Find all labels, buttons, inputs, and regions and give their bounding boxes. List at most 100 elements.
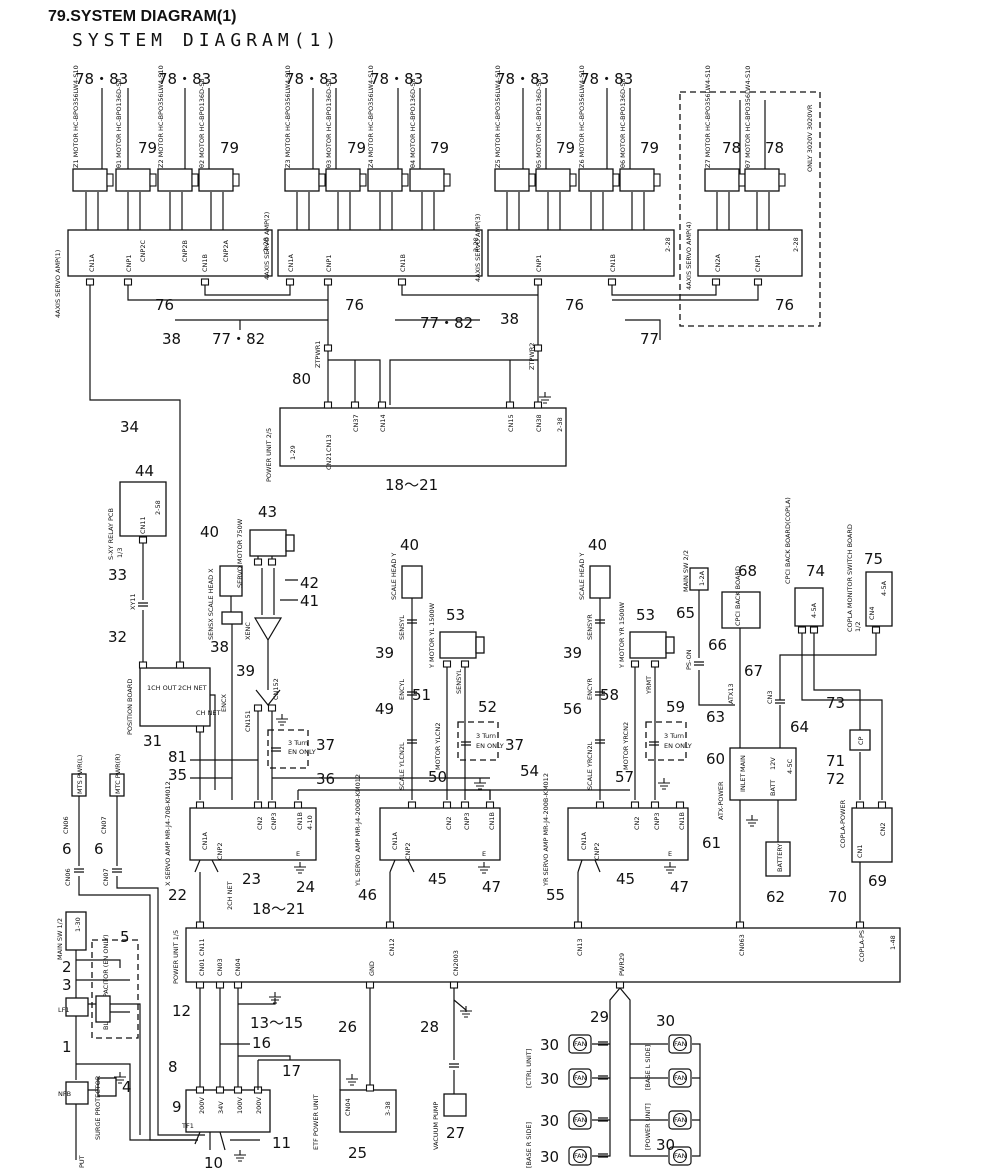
ref-70: 70 — [828, 888, 847, 906]
sensyl2-label: SENSYL — [455, 669, 463, 694]
yr-servo-amp-label: YR SERVO AMP MR-J4-200B-KM012 — [542, 773, 550, 887]
etf-power-unit — [339, 1089, 397, 1133]
encyr-label: ENCYR — [586, 678, 594, 700]
ref-40: 40 — [588, 536, 607, 554]
atx-inlet-label: INLET — [739, 773, 747, 792]
servo-amp-3 — [487, 229, 675, 277]
amp1-cn1b: CN1B — [201, 254, 209, 272]
vacuum-pump — [443, 1093, 467, 1117]
ref-45: 45 — [428, 870, 447, 888]
scale-yrcn2l-label: SCALE YRCN2L — [586, 741, 594, 790]
x-cn2: CN2 — [256, 816, 264, 830]
yl-cnp2: CNP2 — [404, 843, 412, 860]
power-unit-bottom-label: POWER UNIT 1/5 — [172, 930, 180, 984]
encx-label: ENCX — [220, 693, 228, 712]
cn3-label: CN3 — [766, 690, 774, 704]
copla-power-cn2: CN2 — [879, 822, 887, 836]
ref-65: 65 — [676, 604, 695, 622]
ref-61: 61 — [702, 834, 721, 852]
battery — [765, 841, 791, 877]
yr-cn1b: CN1B — [678, 812, 686, 830]
yl-scale-head-label: SCALE HEAD Y — [390, 553, 398, 600]
ref-64: 64 — [790, 718, 809, 736]
only-3020v-label: ONLY 3020V 3020VR — [806, 104, 814, 172]
ref-22: 22 — [168, 886, 187, 904]
ref-58: 58 — [600, 686, 619, 704]
cn07-label: CN07 — [100, 816, 108, 834]
ref-62: 62 — [766, 888, 785, 906]
sxy-relay-pcb — [119, 481, 167, 537]
ref-2: 2 — [62, 958, 72, 976]
ref-37: 37 — [505, 736, 524, 754]
z7-motor-icon — [704, 168, 746, 192]
servo-motor-750w — [249, 529, 287, 557]
ref-76: 76 — [775, 296, 794, 314]
copla-power — [851, 807, 893, 863]
ref-74: 74 — [806, 562, 825, 580]
amp3-2-28: 2-28 — [664, 237, 672, 252]
amp4-label: 4AXIS SERVO AMP(4) — [685, 222, 693, 290]
yr-en-only-label: EN ONLY — [664, 742, 692, 750]
ref-67: 67 — [744, 662, 763, 680]
ref-57: 57 — [615, 768, 634, 786]
ref-76: 76 — [565, 296, 584, 314]
position-board-ch-net: CH NET — [196, 709, 220, 717]
ref-49: 49 — [375, 700, 394, 718]
ref-71: 71 — [826, 752, 845, 770]
theta2-motor-label: θ2 MOTOR HC-BPO136D-S8 — [198, 78, 206, 168]
yr-cnp2: CNP2 — [593, 843, 601, 860]
yl-cn2: CN2 — [445, 816, 453, 830]
encyl-label: ENCYL — [398, 679, 406, 700]
block-capacitor-label: BLOCK CAPACITOR (EN ONLY) — [102, 934, 110, 1030]
amp1-2-28: 2-28 — [262, 237, 270, 252]
pub-1-48: 1-48 — [889, 935, 897, 950]
yl-servo-amp — [379, 807, 501, 861]
ref-79: 79 — [220, 139, 239, 157]
amp1-cnp2b: CNP2B — [181, 240, 189, 262]
theta5-motor-icon — [535, 168, 577, 192]
amp1-cnp1: CNP1 — [125, 255, 133, 272]
position-board — [139, 667, 211, 727]
pub-cn13: CN13 — [576, 938, 584, 956]
yr-motor-label: Y MOTOR YR 1500W — [618, 601, 626, 669]
ref-1: 1 — [62, 1038, 72, 1056]
sensyr-label: SENSYR — [586, 614, 594, 640]
ref-6: 6 — [62, 840, 72, 858]
block-capacitor-region — [91, 939, 139, 1039]
ref-25: 25 — [348, 1144, 367, 1162]
pub-cn2003: CN2003 — [452, 950, 460, 976]
ref-4: 4 — [122, 1078, 132, 1096]
ref-41: 41 — [300, 592, 319, 610]
power-unit-top — [279, 407, 567, 467]
ref-30: 30 — [540, 1112, 559, 1130]
servo-amp-1 — [67, 229, 273, 277]
atx-power-label: ATX-POWER — [717, 781, 725, 820]
fan-label: FAN — [674, 1074, 687, 1082]
theta2-motor-icon — [198, 168, 240, 192]
x-cnp3: CNP3 — [270, 813, 278, 830]
ref-68: 68 — [738, 562, 757, 580]
ref-75: 75 — [864, 550, 883, 568]
theta4-motor-label: θ4 MOTOR HC-BPO136D-S8 — [409, 78, 417, 168]
cn06b-label: CN06 — [64, 868, 72, 886]
ref-63: 63 — [706, 708, 725, 726]
ref-8: 8 — [168, 1058, 178, 1076]
vacuum-pump-label: VACUUM PUMP — [432, 1102, 440, 1150]
cn152-label: CN152 — [272, 678, 280, 700]
theta7-motor-icon — [744, 168, 786, 192]
ps-on-label: PS-ON — [685, 649, 693, 670]
amp2-2-28: 2-28 — [472, 237, 480, 252]
yr-3turn-label: 3 Turn — [664, 732, 684, 740]
sxy-relay-label: S-XY RELAY PCB — [107, 508, 115, 560]
xy11-label: XY11 — [129, 593, 137, 610]
ref-76: 76 — [345, 296, 364, 314]
x-3turn-region — [267, 729, 309, 769]
yl-3turn-region — [457, 721, 499, 761]
x-2ch-net: 2CH NET — [226, 881, 234, 910]
ref-42: 42 — [300, 574, 319, 592]
ref-13-15: 13～15 — [250, 1014, 303, 1032]
theta1-motor-label: θ1 MOTOR HC-BPO136D-S8 — [115, 78, 123, 168]
ref-37: 37 — [316, 736, 335, 754]
fan-label: FAN — [574, 1152, 587, 1160]
